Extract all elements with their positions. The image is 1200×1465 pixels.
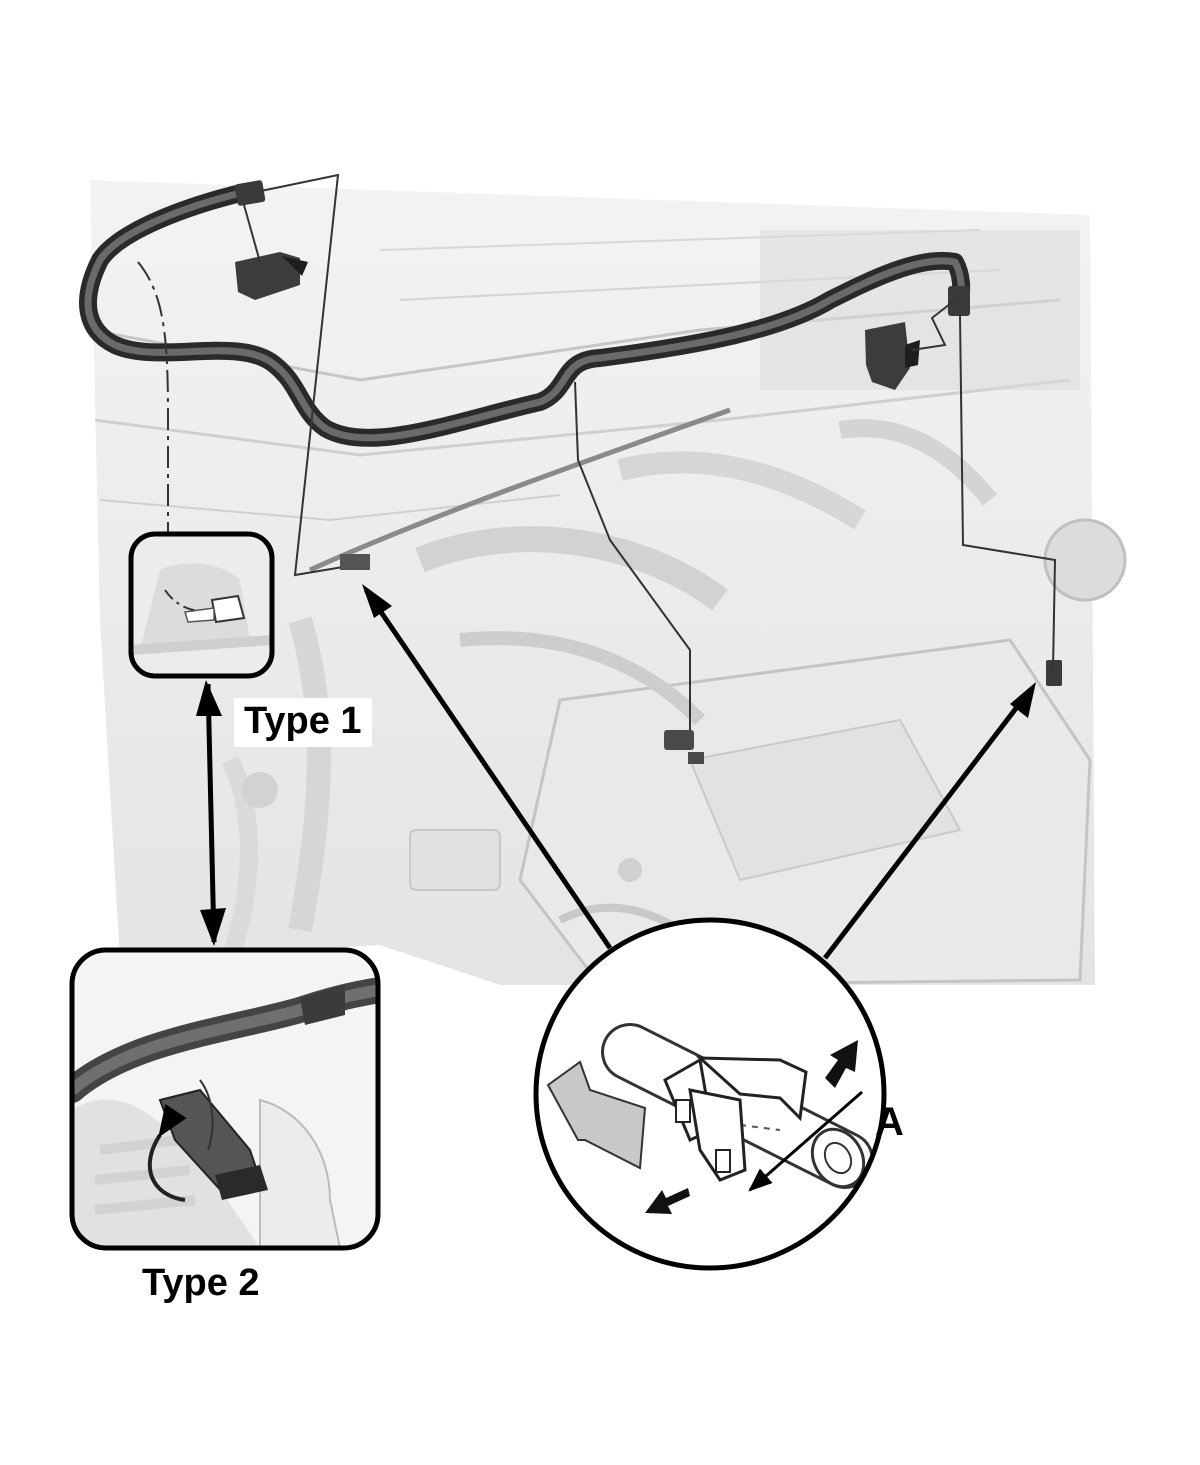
type-link-arrow (196, 680, 226, 946)
callout-a-leader (748, 1090, 863, 1192)
hose-clip-front (340, 554, 370, 570)
clip-dashed-line (137, 261, 216, 618)
detail-circle (533, 917, 887, 1271)
washer-nozzle-right (865, 322, 920, 390)
harness-line (308, 407, 731, 573)
detail-pointer-arrows (362, 584, 1036, 960)
type1-label: Type 1 (234, 698, 372, 747)
hose-clip-engine (664, 730, 704, 764)
reference-lines (243, 173, 1057, 730)
type2-inset (69, 947, 381, 1251)
washer-hose (79, 180, 1062, 686)
type2-label: Type 2 (142, 1262, 260, 1304)
washer-nozzle-left (235, 252, 308, 300)
engine-bay-illustration (89, 180, 1127, 987)
type1-inset (128, 531, 275, 679)
callout-a-label: A (875, 1100, 904, 1144)
